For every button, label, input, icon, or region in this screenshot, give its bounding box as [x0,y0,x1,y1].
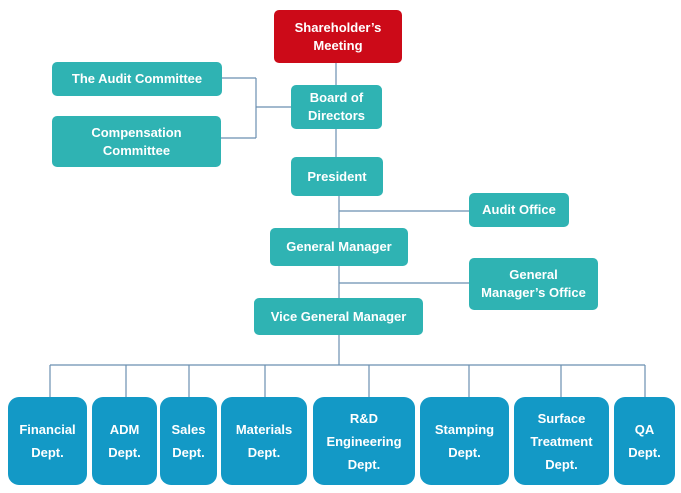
vice-general-manager-box: Vice General Manager [254,298,423,335]
materials-dept-box: Materials Dept. [221,397,307,485]
general-manager-box: General Manager [270,228,408,266]
shareholders-meeting-box: Shareholder’s Meeting [274,10,402,63]
board-of-directors-box: Board of Directors [291,85,382,129]
sales-dept-box: Sales Dept. [160,397,217,485]
financial-dept-box: Financial Dept. [8,397,87,485]
rd-engineering-dept-box: R&D Engineering Dept. [313,397,415,485]
general-managers-office-box: General Manager’s Office [469,258,598,310]
audit-committee-box: The Audit Committee [52,62,222,96]
stamping-dept-box: Stamping Dept. [420,397,509,485]
president-box: President [291,157,383,196]
compensation-committee-box: Compensation Committee [52,116,221,167]
adm-dept-box: ADM Dept. [92,397,157,485]
surface-treatment-dept-box: Surface Treatment Dept. [514,397,609,485]
qa-dept-box: QA Dept. [614,397,675,485]
audit-office-box: Audit Office [469,193,569,227]
